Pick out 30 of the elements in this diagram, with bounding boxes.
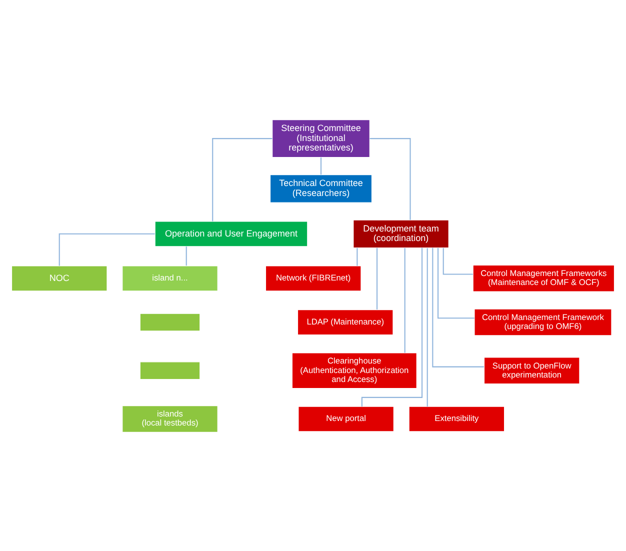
node-box: NOC <box>11 265 108 291</box>
connector <box>320 157 322 174</box>
node-box: Steering Committee (Institutional representatives) <box>272 118 370 158</box>
node-box: Extensibility <box>408 406 505 432</box>
connector <box>212 138 272 221</box>
node-box: Technical Committee (Researchers) <box>270 174 372 202</box>
connector <box>432 247 484 367</box>
connector <box>442 248 473 274</box>
node-box: island n... <box>122 265 218 291</box>
connector <box>426 248 428 406</box>
node-box: Operation and User Engagement <box>154 220 308 246</box>
node-box: New portal <box>298 406 394 432</box>
node-box: Development team (coordination) <box>353 219 450 248</box>
node-box: LDAP (Maintenance) <box>297 308 394 335</box>
connector <box>438 248 474 318</box>
node-box: Clearinghouse (Authentication, Authorization and Access) <box>292 352 418 388</box>
connector <box>186 246 187 266</box>
node-box: islands (local testbeds) <box>122 404 218 432</box>
node-box <box>140 312 200 331</box>
connector <box>356 248 358 266</box>
connector <box>370 138 411 220</box>
connector <box>404 248 406 352</box>
node-box <box>140 361 200 380</box>
connector <box>58 232 155 266</box>
node-box: Control Management Framework (upgrading to OMF6) <box>474 308 612 336</box>
connector <box>361 247 423 406</box>
node-box: Control Management Frameworks (Maintenance of OMF & OCF) <box>472 264 615 292</box>
connector <box>376 247 378 309</box>
node-box: Support to OpenFlow experimentation <box>484 356 580 384</box>
node-box: Network (FIBREnet) <box>265 265 362 291</box>
